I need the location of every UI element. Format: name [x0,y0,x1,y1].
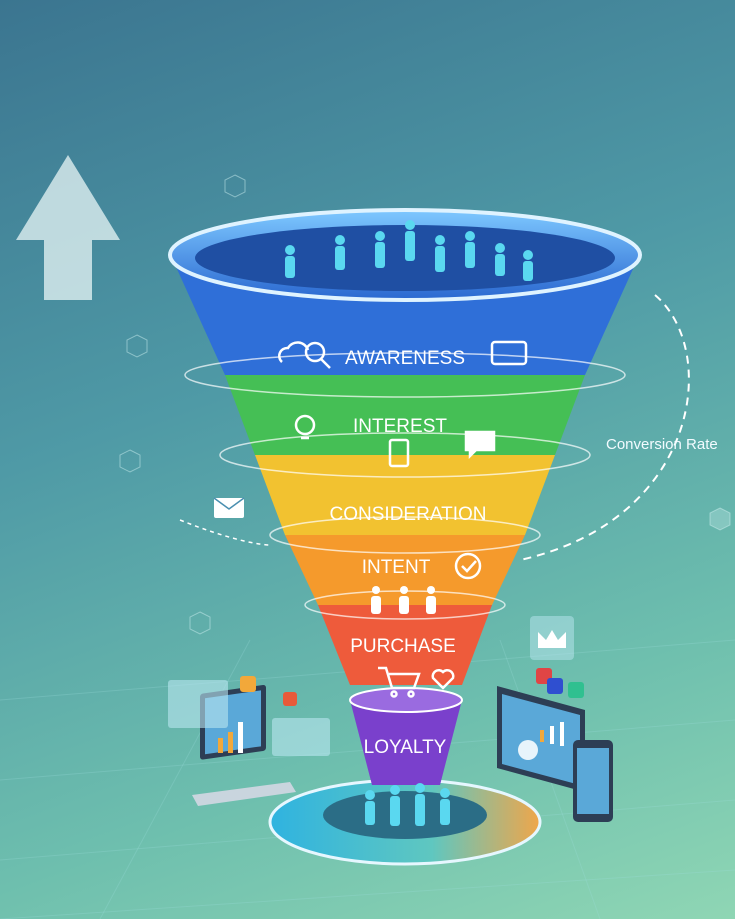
stage-label-consideration: CONSIDERATION [330,504,487,525]
stage-label-awareness: AWARENESS [345,348,465,369]
hexagon-decor [119,174,731,635]
conversion-arc [519,294,690,561]
lightbulb-icon [294,414,316,440]
checkmark-badge-icon [454,552,482,580]
heart-icon [431,669,455,690]
shopping-cart-icon [378,666,421,698]
crown-icon [530,616,574,660]
stage-label-purchase: PURCHASE [350,636,456,657]
stage-label-interest: INTEREST [353,416,447,437]
stage-purchase [318,605,492,685]
stage-label-intent: INTENT [362,557,431,578]
base-ring-center [323,791,487,839]
people-icon [371,586,436,614]
chat-bubble-icon [464,430,496,460]
phone-icon [573,740,613,822]
conversion-rate-label: Conversion Rate [606,436,718,453]
stage-label-loyalty: LOYALTY [364,737,447,758]
tablet-dashboard-icon [497,686,585,792]
social-media-icons [240,668,584,706]
envelope-icon [213,497,245,518]
crowd-bottom [365,783,450,826]
floating-card [168,680,228,728]
crowd-top [285,220,533,281]
up-arrow-icon [16,155,120,300]
credit-card-icon [490,340,528,366]
envelope-arrow [179,519,271,546]
clipboard-icon [388,438,410,468]
cloud-search-icon [278,341,331,369]
stage-interest [225,375,585,455]
stage-loyalty [350,700,462,785]
floating-card [272,718,330,756]
stage-intent [285,535,525,605]
